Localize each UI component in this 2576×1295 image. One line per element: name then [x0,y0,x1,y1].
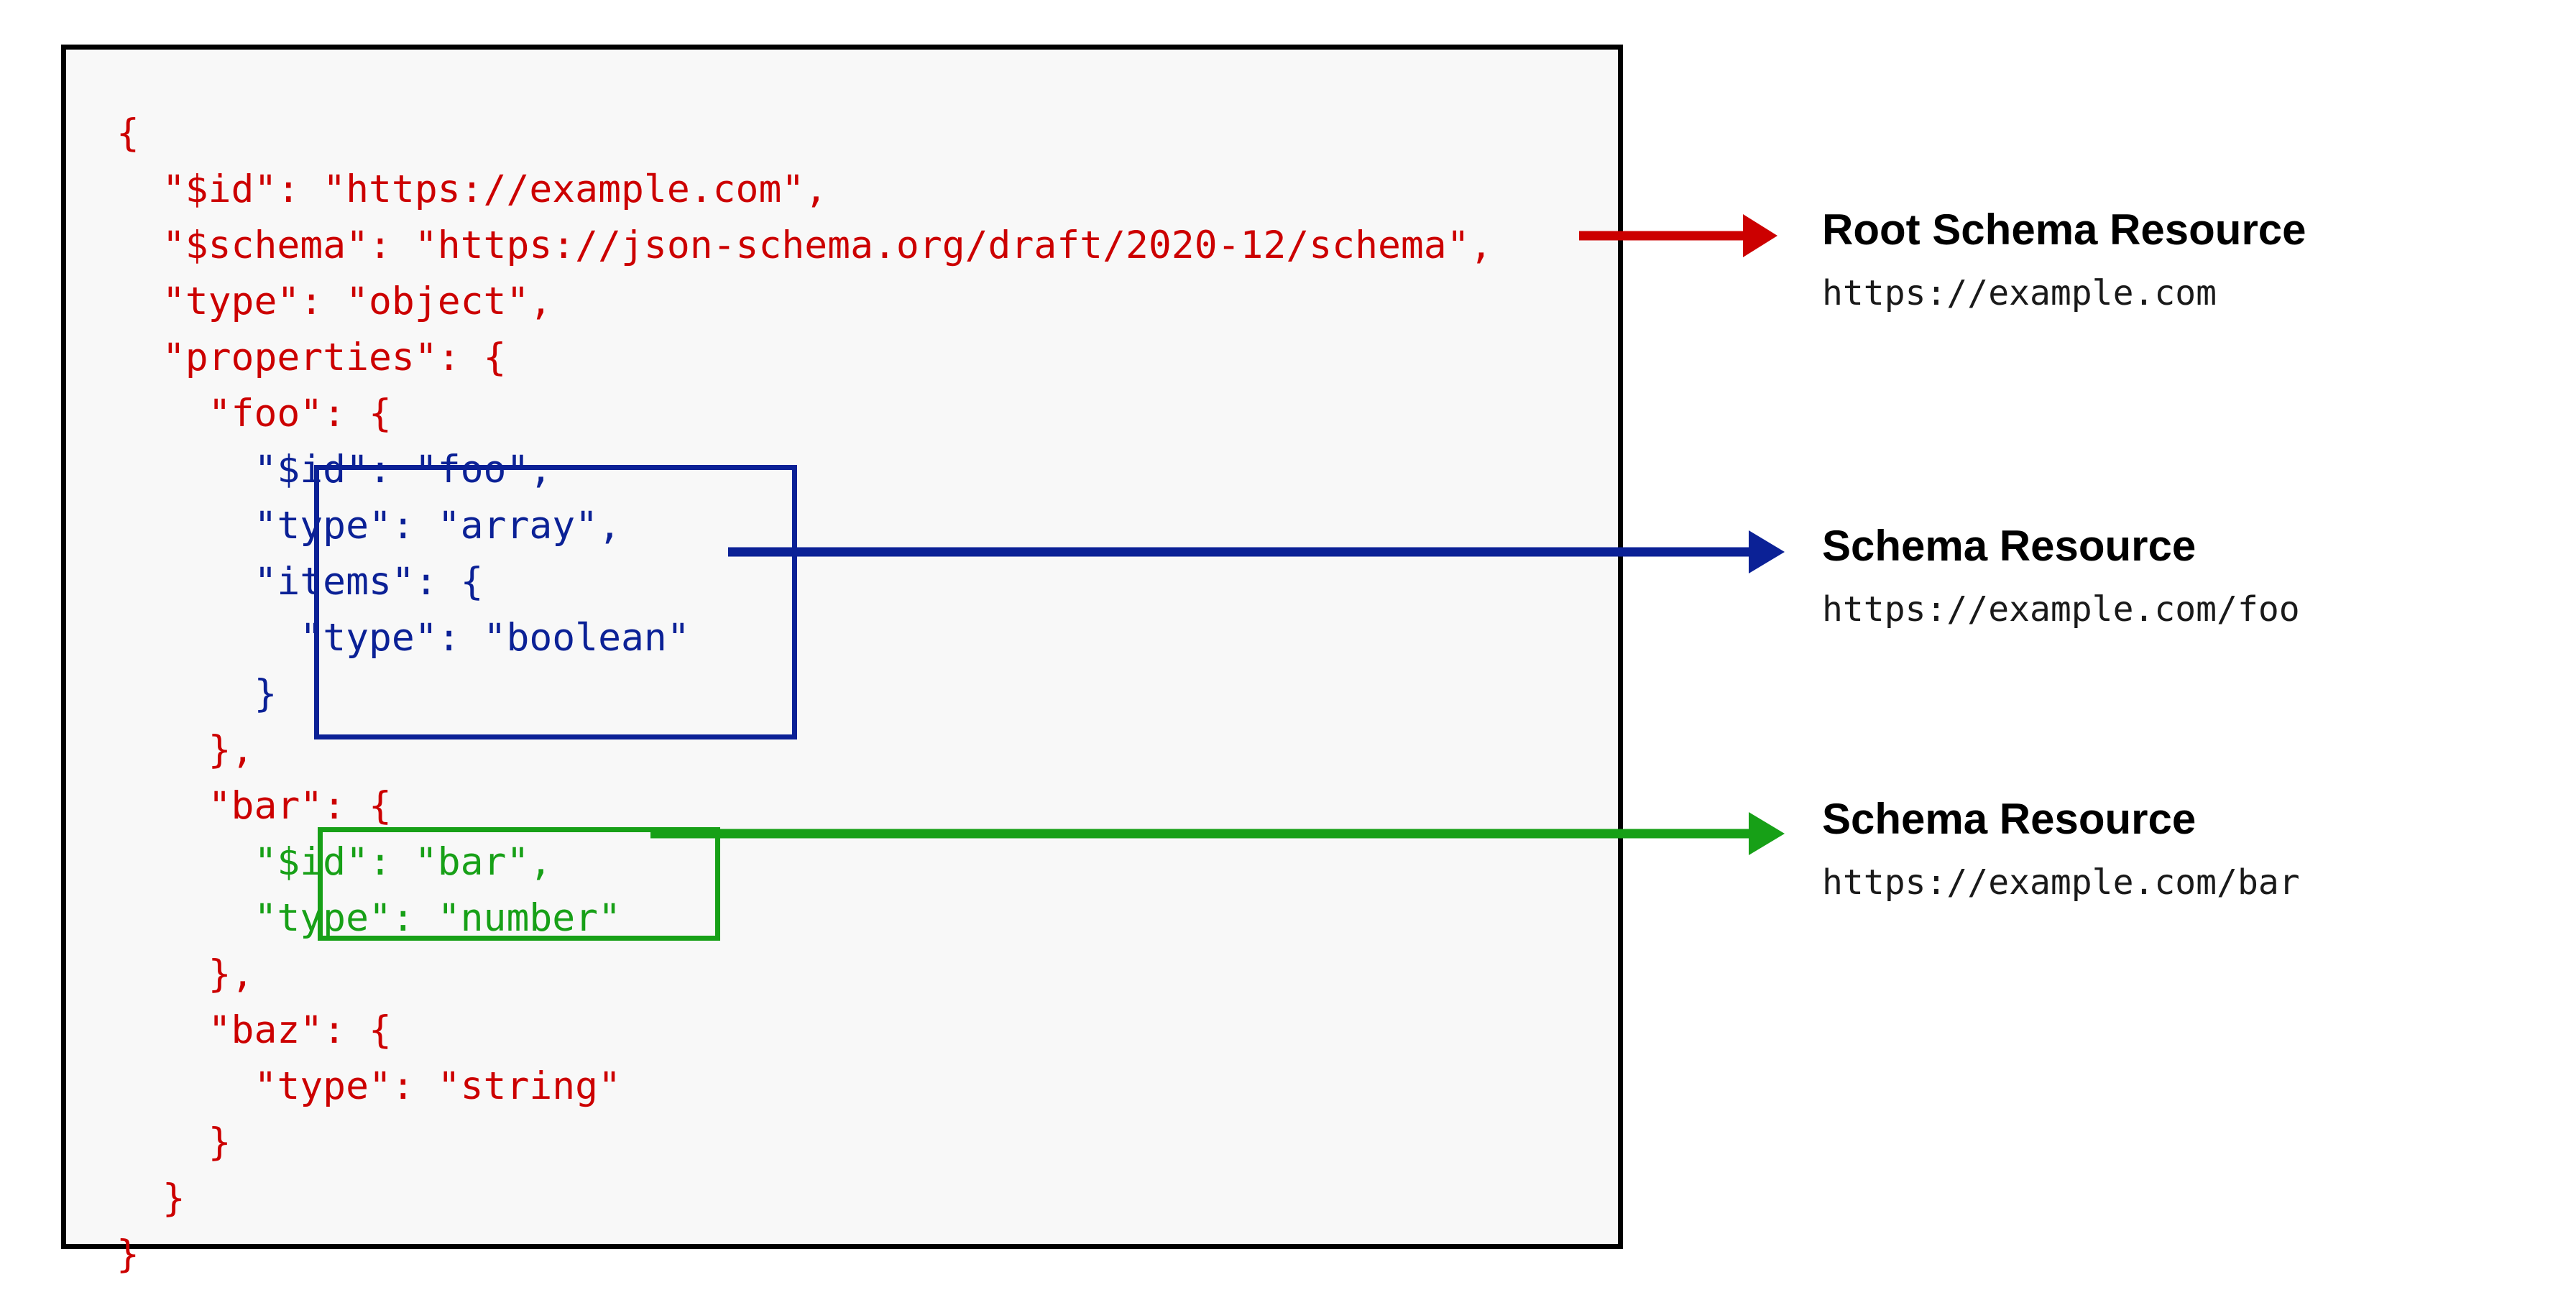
code-line-foo: "type": "array", [116,498,1493,554]
code-line: "foo": { [116,386,1493,442]
annotation-root-schema-resource: Root Schema Resource https://example.com [1822,207,2541,311]
code-line-text: "type": "array", [254,504,621,548]
code-line-bar: "$id": "bar", [116,834,1493,890]
annotation-title: Schema Resource [1822,795,2196,843]
code-line-text: }, [208,728,254,772]
code-line: }, [116,722,1493,778]
code-line-text: } [208,1120,231,1164]
json-code-listing: { "$id": "https://example.com", "$schema… [116,106,1493,1283]
code-line-text: "type": "boolean" [300,616,690,660]
code-line-text: "$id": "foo", [254,448,553,492]
code-line-text: "properties": { [162,336,507,379]
code-line-foo: } [116,666,1493,722]
code-line-text: "type": "number" [254,896,621,940]
code-line: "bar": { [116,778,1493,834]
code-line-foo: "$id": "foo", [116,442,1493,498]
annotation-title: Schema Resource [1822,522,2196,570]
code-line: }, [116,946,1493,1003]
annotation-title: Root Schema Resource [1822,206,2306,254]
code-line-text: "bar": { [208,784,392,828]
code-line: "baz": { [116,1003,1493,1059]
code-line-text: "type": "object", [162,280,553,323]
code-line: { [116,111,139,155]
code-line-foo: "type": "boolean" [116,610,1493,666]
code-line: } [116,1171,1493,1227]
arrow-shaft [650,829,1752,839]
arrow-head-icon [1749,812,1785,855]
annotation-uri: https://example.com/foo [1822,589,2300,630]
code-line-bar: "type": "number" [116,890,1493,946]
annotation-uri: https://example.com/bar [1822,862,2300,903]
code-line-text: "$schema": "https://json-schema.org/draf… [162,223,1493,267]
code-line-text: "$id": "https://example.com", [162,167,828,211]
code-line: "properties": { [116,330,1493,386]
code-line-text: "baz": { [208,1008,392,1052]
code-line: "$id": "https://example.com", [116,162,1493,218]
arrow-head-icon [1743,214,1777,257]
code-panel: { "$id": "https://example.com", "$schema… [61,45,1623,1276]
arrow-shaft [1579,231,1746,241]
code-line-foo: "items": { [116,554,1493,610]
code-line: } [116,1115,1493,1171]
annotation-bar-schema-resource: Schema Resource https://example.com/bar [1822,796,2541,900]
code-line-text: } [162,1176,185,1220]
code-line-text: } [254,672,277,716]
code-line-text: "type": "string" [254,1064,621,1108]
arrow-shaft [728,547,1752,557]
annotation-uri: https://example.com [1822,273,2217,313]
code-line-text: "$id": "bar", [254,840,553,884]
code-line: "$schema": "https://json-schema.org/draf… [116,218,1493,274]
code-line: } [116,1232,139,1276]
code-line-text: }, [208,952,254,996]
code-line-text: "foo": { [208,392,392,435]
annotation-foo-schema-resource: Schema Resource https://example.com/foo [1822,523,2541,627]
code-line: "type": "string" [116,1059,1493,1115]
code-line-text: "items": { [254,560,484,604]
code-line: "type": "object", [116,274,1493,330]
arrow-head-icon [1749,530,1785,573]
